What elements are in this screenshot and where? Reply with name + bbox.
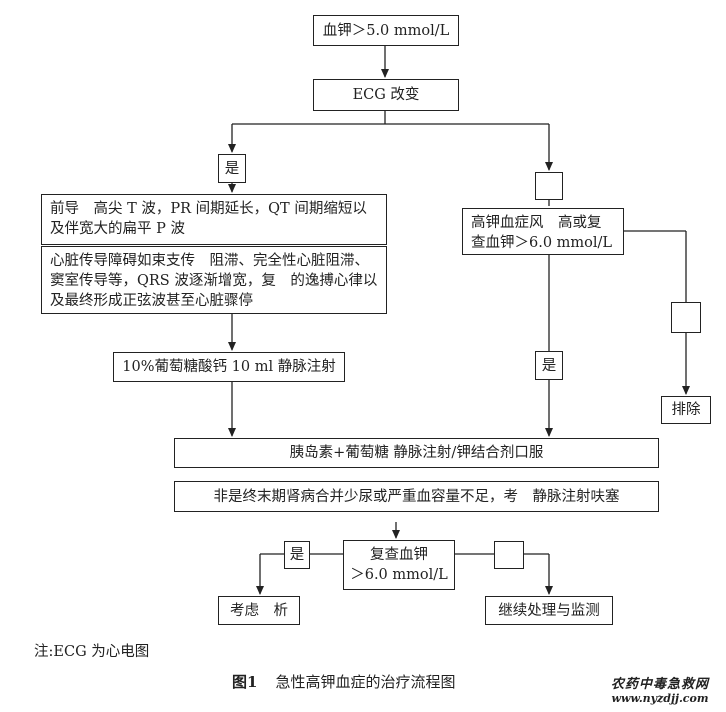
no-label-1	[535, 172, 563, 200]
hyperkalemia-risk-box: 高钾血症风 高或复查血钾＞6.0 mmol/L	[462, 208, 624, 255]
figure-label: 图1	[232, 673, 258, 691]
figure-caption: 图1 急性高钾血症的治疗流程图	[232, 671, 455, 692]
no-label-2	[671, 302, 701, 333]
insulin-glucose-box: 胰岛素+葡萄糖 静脉注射/钾结合剂口服	[174, 438, 659, 468]
yes-label-1: 是	[218, 154, 246, 183]
no-label-3	[494, 541, 524, 569]
ecg-changes-box-2: 心脏传导障碍如束支传 阻滞、完全性心脏阻滞、窦室传导等，QRS 波逐渐增宽，复 …	[41, 246, 387, 314]
ecg-change-box: ECG 改变	[313, 79, 459, 111]
consider-dialysis-box: 考虑 析	[218, 596, 300, 625]
watermark: 农药中毒急救网 www.nyzdjj.com	[600, 677, 720, 706]
footnote: 注:ECG 为心电图	[34, 644, 150, 660]
potassium-threshold-box: 血钾＞5.0 mmol/L	[313, 15, 459, 46]
calcium-gluconate-box: 10%葡萄糖酸钙 10 ml 静脉注射	[113, 352, 345, 382]
yes-label-3: 是	[284, 541, 310, 569]
continue-monitoring-box: 继续处理与监测	[485, 596, 613, 625]
ecg-changes-box-1: 前导 高尖 T 波，PR 间期延长，QT 间期缩短以及伴宽大的扁平 P 波	[41, 194, 387, 245]
furosemide-box: 非是终末期肾病合并少尿或严重血容量不足，考 静脉注射呋塞	[174, 481, 659, 512]
watermark-line-1: 农药中毒急救网	[610, 677, 709, 692]
recheck-potassium-box: 复查血钾 ＞6.0 mmol/L	[343, 540, 455, 590]
watermark-line-2: www.nyzdjj.com	[611, 692, 709, 705]
yes-label-2: 是	[535, 351, 563, 380]
exclude-box: 排除	[661, 396, 711, 424]
figure-title: 急性高钾血症的治疗流程图	[275, 673, 456, 691]
